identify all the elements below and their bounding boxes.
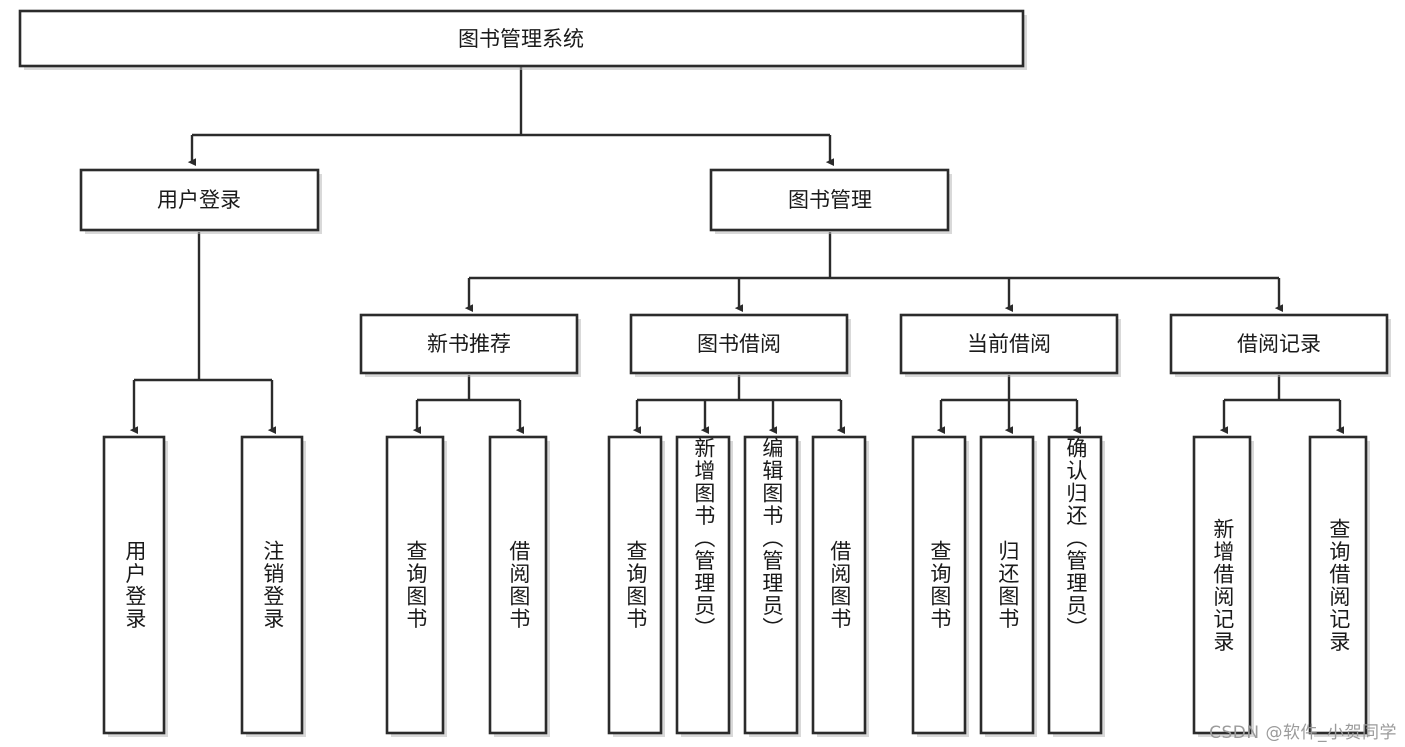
node-current-borrow-label: 当前借阅 [967,332,1051,356]
leaf-box-book-borrow-3[interactable] [743,435,801,737]
leaf-box-new-book-2[interactable] [488,435,550,737]
leaf-box-book-borrow-2[interactable] [675,435,733,737]
connector-group-new-book [412,375,525,435]
node-book-manage-label: 图书管理 [788,188,872,212]
leaf-box-current-borrow-3[interactable] [1047,435,1105,737]
node-borrow-record-label: 借阅记录 [1237,332,1321,356]
connector-group-user-login [129,232,277,435]
leaf-box-new-book-1[interactable] [385,435,447,737]
node-user-login-label: 用户登录 [157,188,241,212]
node-new-book-recommend[interactable]: 新书推荐 [359,313,581,377]
leaf-box-borrow-record-2[interactable] [1308,435,1370,737]
leaf-box-current-borrow-2[interactable] [979,435,1037,737]
node-new-book-recommend-label: 新书推荐 [427,332,511,356]
node-root-label: 图书管理系统 [458,27,584,51]
connector-group-book-manage [464,232,1284,313]
watermark-text: CSDN @软件_小贺同学 [1209,723,1397,743]
leaf-box-user-login-2[interactable] [240,435,306,737]
connector-group-borrow-record [1219,375,1345,435]
connector-group-book-borrow [632,375,846,435]
node-root[interactable]: 图书管理系统 [18,9,1027,70]
leaf-box-book-borrow-1[interactable] [607,435,665,737]
node-current-borrow[interactable]: 当前借阅 [899,313,1121,377]
leaf-box-user-login-1[interactable] [102,435,168,737]
node-borrow-record[interactable]: 借阅记录 [1169,313,1391,377]
node-book-borrow[interactable]: 图书借阅 [629,313,851,377]
leaf-box-borrow-record-1[interactable] [1192,435,1254,737]
node-user-login[interactable]: 用户登录 [79,168,322,234]
connector-group-current-borrow [936,375,1082,435]
leaf-box-book-borrow-4[interactable] [811,435,869,737]
node-book-manage[interactable]: 图书管理 [709,168,952,234]
connector-group-root [187,66,835,167]
node-book-borrow-label: 图书借阅 [697,332,781,356]
leaf-box-current-borrow-1[interactable] [911,435,969,737]
